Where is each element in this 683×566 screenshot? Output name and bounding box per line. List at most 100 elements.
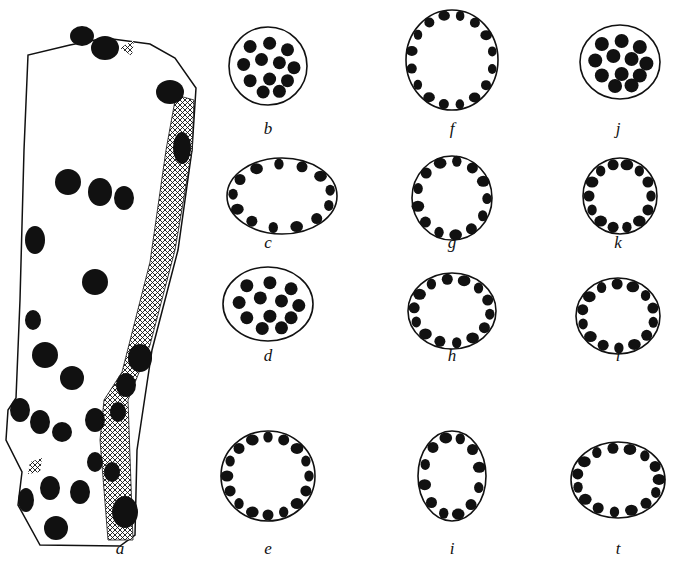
- dot: [246, 434, 259, 445]
- dot: [237, 58, 250, 71]
- dot: [579, 494, 592, 505]
- figure-letter: j: [616, 120, 621, 137]
- dot: [633, 40, 647, 54]
- dot: [409, 302, 420, 313]
- dot: [300, 485, 311, 496]
- dot: [615, 67, 629, 81]
- dot: [649, 317, 658, 328]
- figure-letter: i: [450, 540, 455, 557]
- dot: [466, 499, 477, 510]
- dot: [596, 165, 605, 176]
- dot: [290, 221, 303, 232]
- dot: [424, 17, 434, 27]
- dot: [421, 459, 430, 470]
- dots: [221, 10, 666, 521]
- dot: [273, 56, 286, 69]
- dot: [467, 444, 478, 455]
- dot: [291, 443, 304, 454]
- dot: [255, 53, 268, 66]
- dot: [288, 61, 301, 74]
- dot: [434, 158, 447, 169]
- dot: [621, 159, 634, 170]
- dot: [452, 156, 461, 167]
- dot: [488, 46, 497, 56]
- dot: [269, 222, 278, 233]
- section-outline: [6, 38, 196, 546]
- dot: [608, 159, 619, 170]
- dot: [263, 73, 276, 86]
- dot: [597, 282, 606, 293]
- dot: [439, 508, 448, 519]
- dot: [482, 193, 491, 204]
- dot: [612, 279, 623, 290]
- dot: [607, 443, 618, 454]
- dot: [275, 321, 288, 334]
- dot: [407, 64, 417, 74]
- dot: [273, 85, 286, 98]
- dot: [114, 186, 134, 210]
- dot: [281, 43, 294, 56]
- dot: [647, 303, 658, 314]
- dot: [324, 200, 333, 211]
- dot: [304, 471, 313, 482]
- figure-letter: g: [448, 234, 457, 251]
- dot: [595, 37, 609, 51]
- figure-letter: t: [616, 540, 621, 557]
- dot: [235, 174, 246, 185]
- figure-letter: h: [448, 347, 457, 364]
- figure-letter: c: [264, 234, 272, 251]
- cross-section: [576, 278, 660, 354]
- dot: [625, 78, 639, 92]
- dot: [18, 488, 34, 512]
- dot: [615, 34, 629, 48]
- dot: [427, 279, 436, 290]
- dot: [584, 191, 595, 202]
- dot: [583, 291, 596, 302]
- dot: [452, 509, 465, 520]
- dot: [326, 185, 335, 196]
- dot: [419, 328, 432, 339]
- dot: [60, 366, 84, 390]
- dot: [221, 471, 234, 482]
- dot: [598, 340, 609, 351]
- dot: [263, 510, 274, 521]
- dot: [88, 178, 112, 206]
- dot: [467, 162, 478, 173]
- dot: [240, 311, 253, 324]
- dot: [254, 291, 267, 304]
- dot: [279, 507, 288, 518]
- hatched-patch: [28, 458, 42, 474]
- dot: [586, 177, 599, 188]
- figure-letter: k: [614, 234, 622, 251]
- dot: [434, 227, 443, 238]
- dot: [30, 410, 50, 434]
- dot: [412, 316, 421, 327]
- cross-section: [418, 431, 486, 521]
- dot: [633, 216, 646, 227]
- dot: [112, 496, 138, 528]
- dot: [301, 456, 310, 467]
- dot: [578, 318, 587, 329]
- cross-section: [583, 158, 657, 234]
- dot: [406, 46, 418, 56]
- dot: [427, 442, 438, 453]
- dot: [646, 191, 655, 202]
- figure-letter: a: [116, 540, 125, 557]
- dot: [458, 275, 471, 286]
- dot: [466, 332, 479, 343]
- dot: [70, 480, 90, 504]
- dot: [572, 468, 583, 479]
- dot: [439, 432, 452, 443]
- dot: [485, 309, 494, 320]
- dot: [635, 165, 644, 176]
- figure-letter: e: [264, 540, 272, 557]
- dot: [469, 93, 481, 103]
- dot: [456, 11, 465, 21]
- cross-section: [227, 158, 337, 234]
- dot: [488, 64, 497, 74]
- dot: [246, 507, 259, 518]
- dot: [291, 498, 304, 509]
- dot: [479, 322, 490, 333]
- cross-section: [223, 267, 313, 341]
- dot: [246, 216, 257, 227]
